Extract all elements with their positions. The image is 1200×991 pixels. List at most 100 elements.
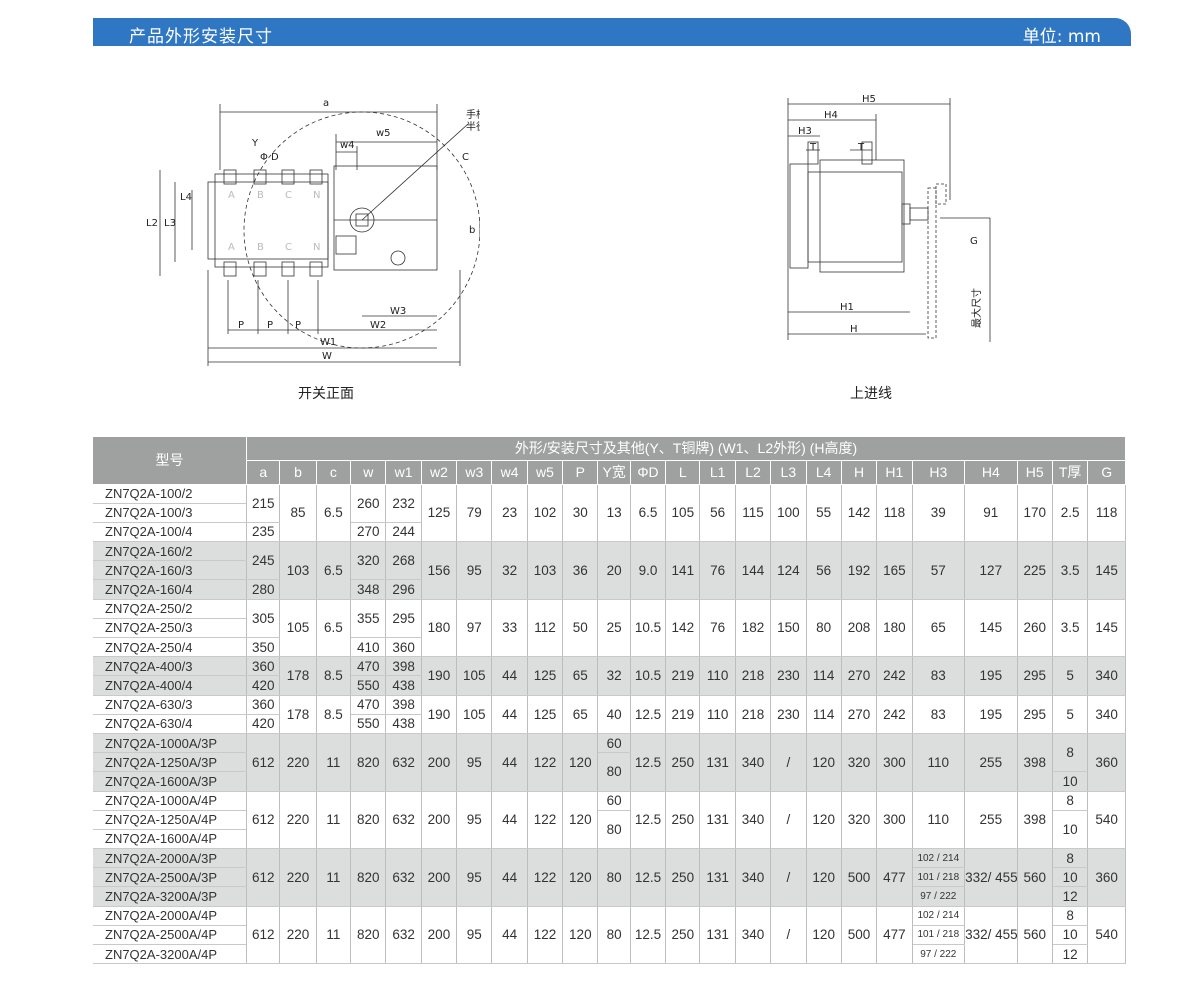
svg-text:C: C <box>462 152 469 163</box>
table-cell: 79 <box>456 484 493 543</box>
table-cell: 12.5 <box>630 906 667 965</box>
table-cell: 95 <box>456 541 493 600</box>
svg-text:H5: H5 <box>862 94 876 105</box>
table-cell: 200 <box>421 906 458 965</box>
table-cell: 6.5 <box>630 484 667 543</box>
table-cell: 65 <box>562 656 599 696</box>
table-cell: 8.5 <box>316 695 352 734</box>
table-cell: 215 <box>246 484 281 523</box>
table-cell: 83 <box>912 695 966 734</box>
table-cell: 208 <box>841 599 878 658</box>
svg-text:L4: L4 <box>180 192 192 203</box>
svg-text:Y: Y <box>251 138 259 149</box>
table-cell: 360 <box>1087 733 1126 792</box>
table-cell: 105 <box>456 695 493 734</box>
column-header: a <box>246 460 281 485</box>
table-cell: 219 <box>665 656 701 696</box>
table-cell: 340 <box>735 906 772 965</box>
svg-text:N: N <box>313 242 320 253</box>
column-header: H4 <box>964 460 1018 485</box>
table-cell: 127 <box>964 541 1018 600</box>
table-cell: 110 <box>699 656 736 696</box>
svg-text:b: b <box>469 225 475 236</box>
table-cell: / <box>770 848 807 907</box>
table-cell: 12 <box>1052 886 1089 907</box>
column-header: H <box>841 460 878 485</box>
table-cell: 11 <box>316 906 352 965</box>
table-cell: 8.5 <box>316 656 352 696</box>
table-cell: 103 <box>279 541 317 600</box>
column-header: T厚 <box>1052 460 1089 485</box>
table-cell: 80 <box>597 752 631 792</box>
table-cell: 102 / 214 <box>912 848 966 869</box>
column-header: H1 <box>876 460 913 485</box>
table-cell: 8 <box>1052 733 1089 773</box>
table-cell: 250 <box>665 733 701 792</box>
table-cell: 122 <box>527 791 564 850</box>
table-cell: 180 <box>876 599 913 658</box>
table-cell: 200 <box>421 791 458 850</box>
column-header: H3 <box>912 460 966 485</box>
table-cell: 295 <box>385 599 422 639</box>
table-cell: 9.0 <box>630 541 667 600</box>
table-cell: 13 <box>597 484 631 543</box>
table-cell: 80 <box>806 599 842 658</box>
table-cell: 95 <box>456 733 493 792</box>
table-cell: 182 <box>735 599 772 658</box>
column-header: b <box>279 460 317 485</box>
table-cell: 100 <box>770 484 807 543</box>
table-cell: 340 <box>735 733 772 792</box>
table-cell: 105 <box>456 656 493 696</box>
table-cell: 10.5 <box>630 656 667 696</box>
table-cell: 95 <box>456 791 493 850</box>
table-cell: 612 <box>246 906 281 965</box>
table-cell: 12.5 <box>630 695 667 734</box>
table-cell: 195 <box>964 695 1018 734</box>
table-cell: 12.5 <box>630 848 667 907</box>
svg-text:w4: w4 <box>340 140 355 151</box>
svg-text:w5: w5 <box>376 128 391 139</box>
table-top-header: 外形/安装尺寸及其他(Y、T铜牌) (W1、L2外形) (H高度) <box>246 437 1126 461</box>
table-cell: 355 <box>350 599 387 639</box>
table-cell: ZN7Q2A-160/2 <box>93 541 248 562</box>
table-cell: 76 <box>699 541 736 600</box>
table-cell: 120 <box>806 733 842 792</box>
svg-text:T: T <box>809 142 817 153</box>
table-cell: 105 <box>279 599 317 658</box>
table-cell: 122 <box>527 906 564 965</box>
table-cell: 124 <box>770 541 807 600</box>
table-cell: ZN7Q2A-400/4 <box>93 675 248 696</box>
svg-text:H1: H1 <box>840 302 854 313</box>
table-cell: ZN7Q2A-400/3 <box>93 656 248 677</box>
table-cell: ZN7Q2A-2500A/3P <box>93 867 248 888</box>
table-cell: 295 <box>1017 695 1053 734</box>
table-cell: 97 / 222 <box>912 944 966 965</box>
table-cell: ZN7Q2A-1600A/3P <box>93 771 248 792</box>
column-header: w3 <box>456 460 493 485</box>
table-cell: 97 / 222 <box>912 886 966 907</box>
table-cell: 438 <box>385 675 422 696</box>
section-title: 产品外形安装尺寸 <box>129 27 273 47</box>
table-cell: 250 <box>665 906 701 965</box>
table-cell: 2.5 <box>1052 484 1089 543</box>
table-cell: 612 <box>246 791 281 850</box>
table-cell: 12 <box>1052 944 1089 965</box>
table-cell: 550 <box>350 714 387 734</box>
table-cell: 60 <box>597 791 631 811</box>
table-cell: 55 <box>806 484 842 543</box>
table-cell: 11 <box>316 733 352 792</box>
side-view-caption: 上进线 <box>850 386 892 402</box>
table-cell: 125 <box>421 484 458 543</box>
table-cell: 250 <box>665 791 701 850</box>
table-cell: 20 <box>597 541 631 600</box>
table-cell: 101 / 218 <box>912 867 966 888</box>
table-cell: 80 <box>597 848 631 907</box>
table-cell: 44 <box>491 656 528 696</box>
